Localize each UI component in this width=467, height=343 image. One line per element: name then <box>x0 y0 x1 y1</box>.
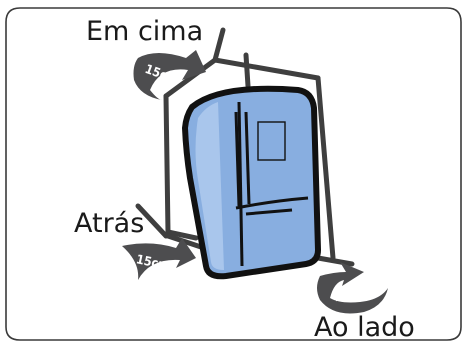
diagram-frame <box>5 7 462 341</box>
label-back: Atrás <box>74 208 144 239</box>
door-split-line <box>237 101 244 267</box>
refrigerator <box>182 85 321 280</box>
label-side: Ao lado <box>314 312 415 343</box>
left-door-handle <box>234 111 241 207</box>
back-clearance-arrow: 15cm <box>122 238 196 280</box>
refrigerator-side-panel <box>195 102 224 270</box>
niche-outline <box>135 27 355 267</box>
right-door-handle <box>244 111 251 205</box>
label-top: Em cima <box>86 16 203 47</box>
back-clearance-value: 15cm <box>135 251 171 273</box>
side-clearance-arrow: 10cm <box>317 262 388 314</box>
side-clearance-value: 10cm <box>333 285 369 305</box>
dispenser-panel <box>257 121 286 161</box>
freezer-drawer-line <box>235 196 309 210</box>
freezer-handle <box>245 208 293 216</box>
